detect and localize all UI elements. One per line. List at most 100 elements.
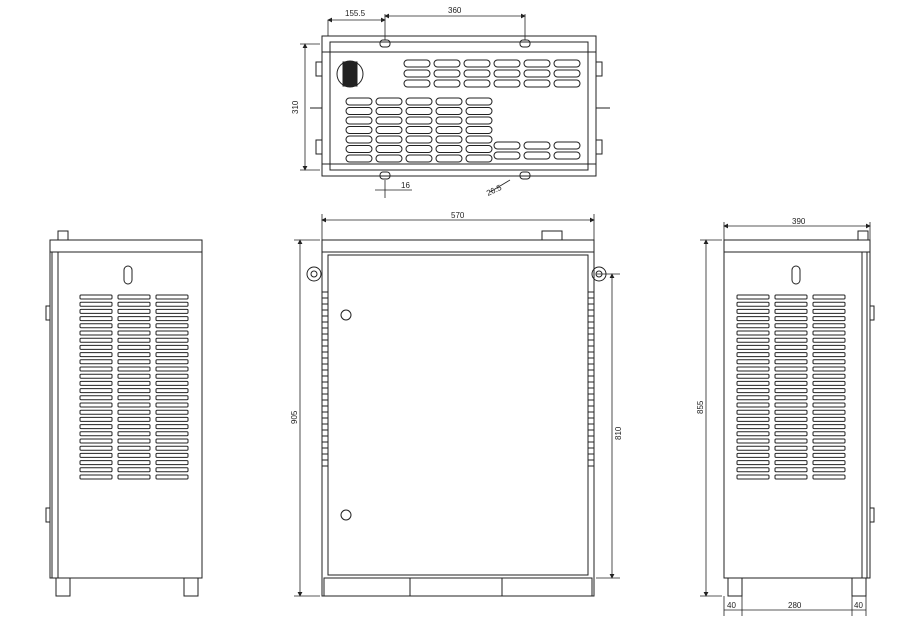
vent-louver	[775, 410, 807, 414]
top-view-vent-slots	[346, 60, 580, 162]
vent-louver	[80, 338, 112, 342]
top-slot	[376, 146, 402, 153]
vent-louver	[118, 360, 150, 364]
front-door	[328, 255, 588, 575]
vent-louver	[813, 432, 845, 436]
top-view	[310, 36, 610, 179]
top-slot	[494, 152, 520, 159]
top-slot	[494, 70, 520, 77]
vent-louver	[118, 410, 150, 414]
vent-louver	[156, 453, 188, 457]
vent-louver	[156, 367, 188, 371]
vent-louver	[775, 403, 807, 407]
vent-louver	[737, 381, 769, 385]
vent-louver	[737, 331, 769, 335]
vent-louver	[80, 367, 112, 371]
top-slot	[524, 70, 550, 77]
top-slot	[404, 70, 430, 77]
vent-louver	[737, 432, 769, 436]
vent-louver	[80, 381, 112, 385]
top-slot	[436, 136, 462, 143]
top-slot	[554, 60, 580, 67]
vent-louver	[813, 367, 845, 371]
top-slot	[464, 70, 490, 77]
vent-louver	[737, 446, 769, 450]
top-dim-depth: 310	[291, 100, 300, 114]
vent-louver	[156, 461, 188, 465]
vent-louver	[80, 417, 112, 421]
vent-louver	[813, 295, 845, 299]
vent-louver	[813, 374, 845, 378]
left-vent-louvers	[80, 295, 188, 479]
vent-louver	[118, 353, 150, 357]
vent-louver	[118, 439, 150, 443]
vent-louver	[775, 338, 807, 342]
vent-louver	[118, 396, 150, 400]
left-side-view	[46, 231, 202, 596]
vent-louver	[156, 331, 188, 335]
vent-louver	[737, 468, 769, 472]
top-slot	[346, 146, 372, 153]
top-slot	[466, 98, 492, 105]
top-slot	[406, 146, 432, 153]
top-slot	[436, 155, 462, 162]
vent-louver	[737, 410, 769, 414]
top-slot	[346, 117, 372, 124]
vent-louver	[775, 439, 807, 443]
front-side-fins	[322, 292, 594, 466]
vent-louver	[118, 317, 150, 321]
top-slot	[406, 127, 432, 134]
left-body	[50, 252, 202, 578]
vent-louver	[156, 338, 188, 342]
vent-louver	[118, 381, 150, 385]
vent-louver	[156, 353, 188, 357]
top-slot	[346, 108, 372, 115]
vent-louver	[813, 446, 845, 450]
top-slot	[524, 152, 550, 159]
vent-louver	[80, 475, 112, 479]
vent-louver	[737, 367, 769, 371]
vent-louver	[737, 417, 769, 421]
right-dim-depth: 390	[792, 217, 806, 226]
vent-louver	[118, 338, 150, 342]
vent-louver	[80, 439, 112, 443]
top-slot	[436, 146, 462, 153]
vent-louver	[737, 302, 769, 306]
top-slot	[466, 108, 492, 115]
top-slot	[554, 70, 580, 77]
top-slot	[466, 136, 492, 143]
vent-louver	[813, 468, 845, 472]
front-dim-height: 905	[290, 410, 299, 424]
vent-louver	[80, 403, 112, 407]
vent-louver	[118, 475, 150, 479]
right-view-dimensions	[700, 222, 871, 616]
vent-louver	[775, 389, 807, 393]
vent-louver	[118, 425, 150, 429]
vent-louver	[80, 396, 112, 400]
vent-louver	[813, 309, 845, 313]
top-slot	[434, 80, 460, 87]
right-vent-louvers	[737, 295, 845, 479]
vent-louver	[118, 367, 150, 371]
front-view-dimensions	[294, 214, 620, 597]
top-slot	[376, 117, 402, 124]
vent-louver	[775, 417, 807, 421]
vent-louver	[775, 374, 807, 378]
right-dim-base-left: 40	[727, 601, 736, 610]
top-slot	[434, 60, 460, 67]
vent-louver	[813, 353, 845, 357]
top-slot	[554, 142, 580, 149]
front-dim-door-height: 810	[614, 426, 623, 440]
vent-louver	[156, 439, 188, 443]
vent-louver	[737, 425, 769, 429]
vent-louver	[80, 345, 112, 349]
vent-louver	[118, 417, 150, 421]
top-view-inner-frame	[330, 42, 588, 170]
top-slot	[346, 98, 372, 105]
top-slot	[346, 136, 372, 143]
vent-louver	[737, 324, 769, 328]
vent-louver	[156, 446, 188, 450]
vent-louver	[80, 324, 112, 328]
top-slot	[406, 136, 432, 143]
vent-louver	[156, 475, 188, 479]
